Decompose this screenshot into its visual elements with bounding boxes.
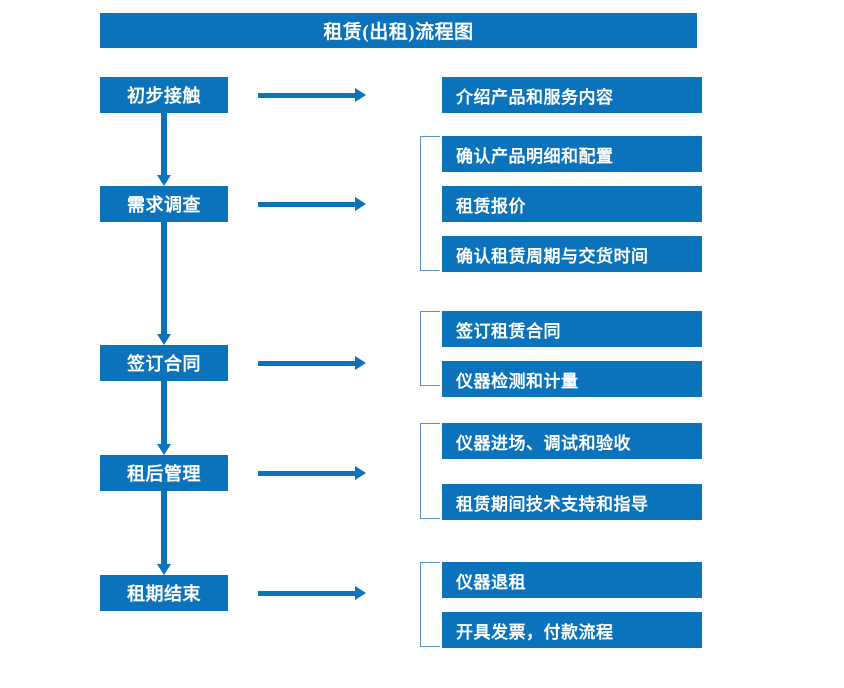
- right-arrow-icon-group-4: [258, 466, 366, 480]
- stage-box-lease-end[interactable]: 租期结束: [100, 575, 228, 611]
- detail-box-instrument-entry-commissioning[interactable]: 仪器进场、调试和验收: [442, 423, 702, 459]
- detail-box-rental-quotation[interactable]: 租赁报价: [442, 186, 702, 222]
- right-arrow-icon-group-3: [258, 356, 366, 370]
- detail-box-technical-support[interactable]: 租赁期间技术支持和指导: [442, 484, 702, 520]
- left-bracket-icon-group-3: [420, 311, 440, 386]
- detail-box-confirm-product-details[interactable]: 确认产品明细和配置: [442, 136, 702, 172]
- detail-box-instrument-inspection[interactable]: 仪器检测和计量: [442, 361, 702, 397]
- down-arrow-icon-initial-to-demand: [157, 113, 171, 186]
- right-arrow-icon-group-5: [258, 586, 366, 600]
- detail-box-introduce-products[interactable]: 介绍产品和服务内容: [442, 77, 702, 113]
- diagram-title: 租赁(出租)流程图: [100, 13, 697, 48]
- left-bracket-icon-group-2: [420, 136, 440, 271]
- down-arrow-icon-demand-to-contract: [157, 222, 171, 345]
- down-arrow-icon-contract-to-management: [157, 381, 171, 455]
- detail-box-confirm-period-delivery[interactable]: 确认租赁周期与交货时间: [442, 236, 702, 272]
- stage-box-initial-contact[interactable]: 初步接触: [100, 77, 228, 113]
- right-arrow-icon-group-2: [258, 197, 366, 211]
- right-arrow-icon-group-1: [258, 88, 366, 102]
- detail-box-instrument-return[interactable]: 仪器退租: [442, 562, 702, 598]
- detail-box-sign-rental-contract[interactable]: 签订租赁合同: [442, 311, 702, 347]
- stage-box-post-rental-management[interactable]: 租后管理: [100, 455, 228, 491]
- detail-box-invoice-payment[interactable]: 开具发票，付款流程: [442, 612, 702, 648]
- down-arrow-icon-management-to-end: [157, 491, 171, 575]
- stage-box-sign-contract[interactable]: 签订合同: [100, 345, 228, 381]
- left-bracket-icon-group-5: [420, 562, 440, 647]
- left-bracket-icon-group-4: [420, 423, 440, 519]
- stage-box-demand-survey[interactable]: 需求调查: [100, 186, 228, 222]
